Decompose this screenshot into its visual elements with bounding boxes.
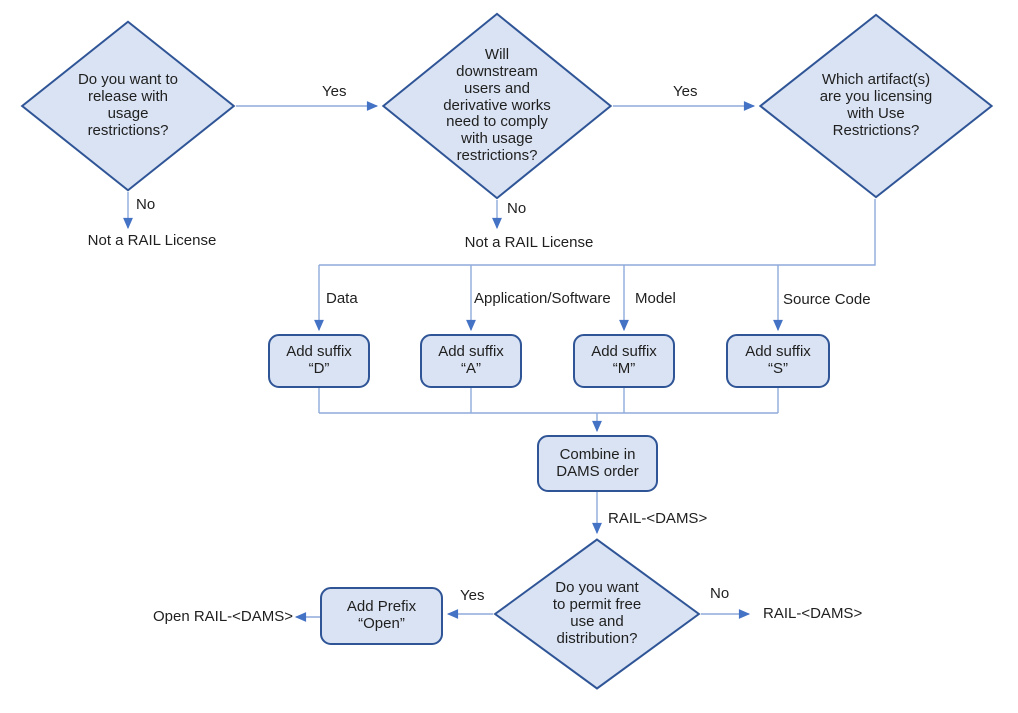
step-add-suffix-a-text: Add suffix “A” [438,343,504,377]
decision-permit-free-use: Do you want to permit free use and distr… [493,538,701,690]
label-not-a-rail-license-1: Not a RAIL License [87,232,217,249]
label-branch-model: Model [635,290,676,307]
label-branch-application-software: Application/Software [474,290,611,307]
diamond-shape [758,13,994,199]
step-combine-dams-order: Combine in DAMS order [537,435,658,492]
label-branch-source-code: Source Code [783,291,871,308]
label-rail-dams-right: RAIL-<DAMS> [763,605,863,622]
label-no-2: No [507,200,527,217]
decision-permit-free-use-text: Do you want to permit free use and distr… [552,579,642,647]
step-add-suffix-m: Add suffix “M” [573,334,675,388]
step-add-suffix-m-text: Add suffix “M” [591,343,657,377]
diamond-shape [381,12,613,200]
label-no-1: No [136,196,156,213]
decision-downstream-compliance-text: Will downstream users and derivative wor… [443,46,551,164]
label-yes-2: Yes [673,83,698,100]
step-add-suffix-d-text: Add suffix “D” [286,343,352,377]
step-add-prefix-open-text: Add Prefix “Open” [346,598,417,632]
decision-artifact-selection: Which artifact(s) are you licensing with… [758,13,994,199]
step-add-suffix-d: Add suffix “D” [268,334,370,388]
label-yes-1: Yes [322,83,347,100]
step-combine-dams-order-text: Combine in DAMS order [556,445,639,480]
step-add-suffix-s-text: Add suffix “S” [745,343,811,377]
step-add-suffix-a: Add suffix “A” [420,334,522,388]
edge-artifact-distributor [319,199,876,266]
label-open-rail-dams: Open RAIL-<DAMS> [152,608,294,625]
decision-artifact-selection-text: Which artifact(s) are you licensing with… [819,71,933,139]
label-yes-3: Yes [460,587,485,604]
label-not-a-rail-license-2: Not a RAIL License [464,234,594,251]
step-add-prefix-open: Add Prefix “Open” [320,587,443,645]
label-rail-dams-mid: RAIL-<DAMS> [608,510,708,527]
decision-downstream-compliance: Will downstream users and derivative wor… [381,12,613,200]
label-branch-data: Data [326,290,358,307]
step-add-suffix-s: Add suffix “S” [726,334,830,388]
diamond-shape [493,538,701,690]
diamond-shape [20,20,236,192]
label-no-3: No [710,585,730,602]
decision-release-with-restrictions: Do you want to release with usage restri… [20,20,236,192]
decision-release-with-restrictions-text: Do you want to release with usage restri… [77,71,179,139]
